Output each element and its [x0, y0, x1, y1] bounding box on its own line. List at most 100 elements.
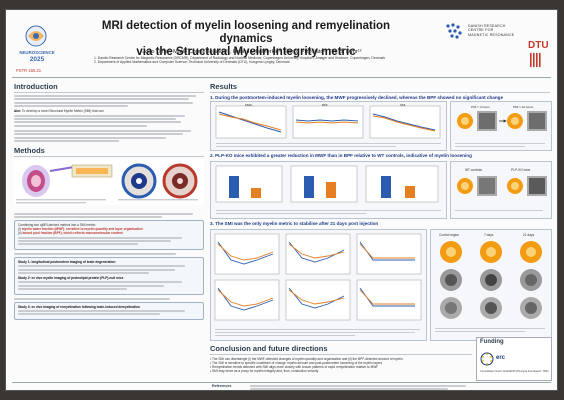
dtu-logo: DTU — [528, 40, 549, 51]
mwf-item-text: myelin water fraction (MWF), sensitive t… — [21, 227, 143, 232]
aim-label: Aim: — [14, 109, 22, 114]
header-divider — [12, 77, 551, 78]
brain-slice-2-icon — [162, 163, 198, 199]
ko-smi-plot — [365, 165, 439, 203]
result-2-plots-panel — [210, 161, 447, 219]
methods-figure — [14, 158, 204, 205]
introduction-body: Aim: To develop a novel Structural Myeli… — [14, 95, 204, 142]
remyelination-plot-5 — [285, 279, 351, 321]
result-3-plots — [214, 233, 422, 321]
affiliation-1: 1. Danish Research Centre for Magnetic R… — [94, 56, 386, 60]
dtu-emblem-icon — [530, 53, 541, 67]
ko-bpf-plot — [290, 165, 358, 203]
ko-mwf-plot — [215, 165, 283, 203]
poster: NEUROSCIENCE 2025 PSTR 165.21 MRI detect… — [6, 10, 557, 390]
conclusion-bullet-3-text: Remyelination trends detected with SMI a… — [212, 365, 379, 369]
neuron-illustration-icon — [22, 164, 75, 197]
result-3-images — [440, 241, 542, 319]
conclusion-bullet-3: • Remyelination trends detected with SMI… — [210, 365, 379, 369]
conclusion-bullet-4: • SMI may serve as a proxy for myelin in… — [210, 369, 319, 373]
study-1-box: Study 1: longitudinal postmortem imaging… — [14, 256, 204, 295]
day-7-label: 7 days — [484, 233, 494, 237]
references-heading: References — [212, 384, 232, 388]
study-3-box: Study 3: ex vivo imaging of remyelinatio… — [14, 301, 204, 320]
result-1-heading: 1. During the postmortem-induced myelin … — [210, 95, 504, 100]
wt-controls-label: WT controls — [465, 168, 482, 172]
drcmr-logo-icon — [446, 23, 462, 39]
result-3-heading: 3. The SMI was the only myelin metric to… — [210, 221, 379, 226]
left-column: Introduction Aim: To develop a novel Str… — [14, 82, 204, 382]
footer-divider — [12, 382, 551, 383]
conclusion-divider — [210, 354, 472, 355]
study-2-label: Study 2: ex vivo myelin imaging of prote… — [18, 276, 124, 281]
remyelination-plot-3 — [356, 233, 422, 275]
drcmr-line-1: DANISH RESEARCH — [468, 24, 506, 28]
pmi-42-label: PMI = 42 hours — [513, 105, 534, 109]
results-column: Results 1. During the postmortem-induced… — [210, 82, 552, 382]
aim-body: To develop a novel Structural Myelin Met… — [21, 109, 104, 114]
introduction-divider — [14, 92, 204, 93]
remyelination-plot-4 — [214, 279, 280, 321]
mwf-plot-title: MWF — [245, 103, 253, 107]
methods-heading: Methods — [14, 145, 45, 155]
title-line-2: via the Structural Myelin Integrity metr… — [136, 46, 356, 58]
erc-label: erc — [496, 355, 506, 361]
bpf-plot — [292, 105, 364, 139]
methods-divider — [14, 155, 204, 157]
title-line-1: MRI detection of myelin loosening and re… — [101, 20, 391, 45]
control-region-label: Control region — [439, 233, 460, 237]
brain-slice-1-icon — [121, 163, 157, 199]
day-21-label: 21 days — [523, 233, 535, 237]
conclusion-bullet-2: • The SMI is sensitive to specific condi… — [210, 361, 383, 365]
conclusion-bullet-1-text: The SMI can disentangle (i) the MWF-dete… — [211, 357, 403, 361]
result-2-images — [457, 176, 547, 196]
study-1-label: Study 1: longitudinal postmortem imaging… — [18, 259, 116, 264]
poster-title: MRI detection of myelin loosening and re… — [86, 20, 406, 59]
mwf-plot — [215, 105, 287, 139]
introduction-heading: Introduction — [14, 82, 58, 91]
poster-id: PSTR 165.21 — [16, 68, 42, 73]
result-2-heading: 2. PLP-KO mice exhibited a greater reduc… — [210, 153, 472, 158]
bpf-item-text: bound pool fraction (BPF), which reflect… — [22, 231, 123, 236]
result-1-images-panel: PMI = 0 hours PMI = 42 hours — [450, 101, 552, 151]
result-1-images — [457, 111, 547, 131]
myelin-sheath-illustration-icon — [71, 164, 113, 178]
result-3-images-panel: Control region 7 days 21 days — [430, 229, 552, 341]
result-2-plots — [215, 165, 439, 203]
remyelination-plot-6 — [356, 279, 422, 321]
erc-logo-icon — [480, 352, 494, 366]
conclusion-bullet-4-text: SMI may serve as a proxy for myelin inte… — [212, 369, 319, 373]
aim-text: Aim: To develop a novel Structural Myeli… — [14, 109, 204, 113]
remyelination-plot-2 — [285, 233, 351, 275]
conclusion-heading: Conclusion and future directions — [210, 344, 328, 353]
mwf-item: (i) myelin water fraction (MWF), sensiti… — [18, 227, 143, 232]
affiliation-2: 2. Department of Applied Mathematics and… — [94, 60, 290, 65]
bpf-item: (ii) bound pool fraction (BPF), which re… — [18, 231, 123, 236]
grant-text: Consolidator Grant 101044180 (Principal … — [480, 370, 549, 373]
remyelination-plot-1 — [214, 233, 280, 275]
results-divider — [210, 92, 550, 93]
result-2-images-panel: WT controls PLP-KO mice — [450, 161, 552, 219]
conclusion-bullet-2-text: The SMI is sensitive to specific conditi… — [211, 361, 383, 365]
drcmr-line-3: MAGNETIC RESONANCE — [468, 32, 515, 37]
authors: ¹João Lima¹, Mario Corral-Bolaños¹², Han… — [140, 49, 362, 55]
references-body — [250, 385, 470, 390]
result-1-plots — [215, 105, 441, 139]
neuroscience-logo-icon — [25, 25, 47, 47]
pmi-0-label: PMI = 0 hours — [471, 105, 490, 109]
drcmr-line-2: CENTRE FOR — [468, 28, 494, 33]
funding-box — [476, 337, 552, 381]
bpf-plot-title: BPF — [322, 103, 328, 107]
smi-plot — [369, 105, 441, 139]
conference-name: NEUROSCIENCE — [19, 50, 55, 55]
drcmr-name: DANISH RESEARCH CENTRE FOR MAGNETIC RESO… — [468, 24, 514, 37]
smi-method-box: Combining two qMRI-derived metrics into … — [14, 220, 204, 250]
plp-ko-label: PLP-KO mice — [511, 168, 531, 172]
results-heading: Results — [210, 82, 238, 91]
conference-year: 2025 — [29, 56, 45, 63]
funding-heading: Funding — [480, 339, 504, 345]
conclusion-section: Conclusion and future directions • The S… — [210, 344, 472, 373]
method-box-intro: Combining two qMRI-derived metrics into … — [18, 223, 96, 228]
smi-plot-title: SMI — [400, 103, 406, 107]
affiliations: 1. Danish Research Centre for Magnetic R… — [94, 56, 434, 64]
